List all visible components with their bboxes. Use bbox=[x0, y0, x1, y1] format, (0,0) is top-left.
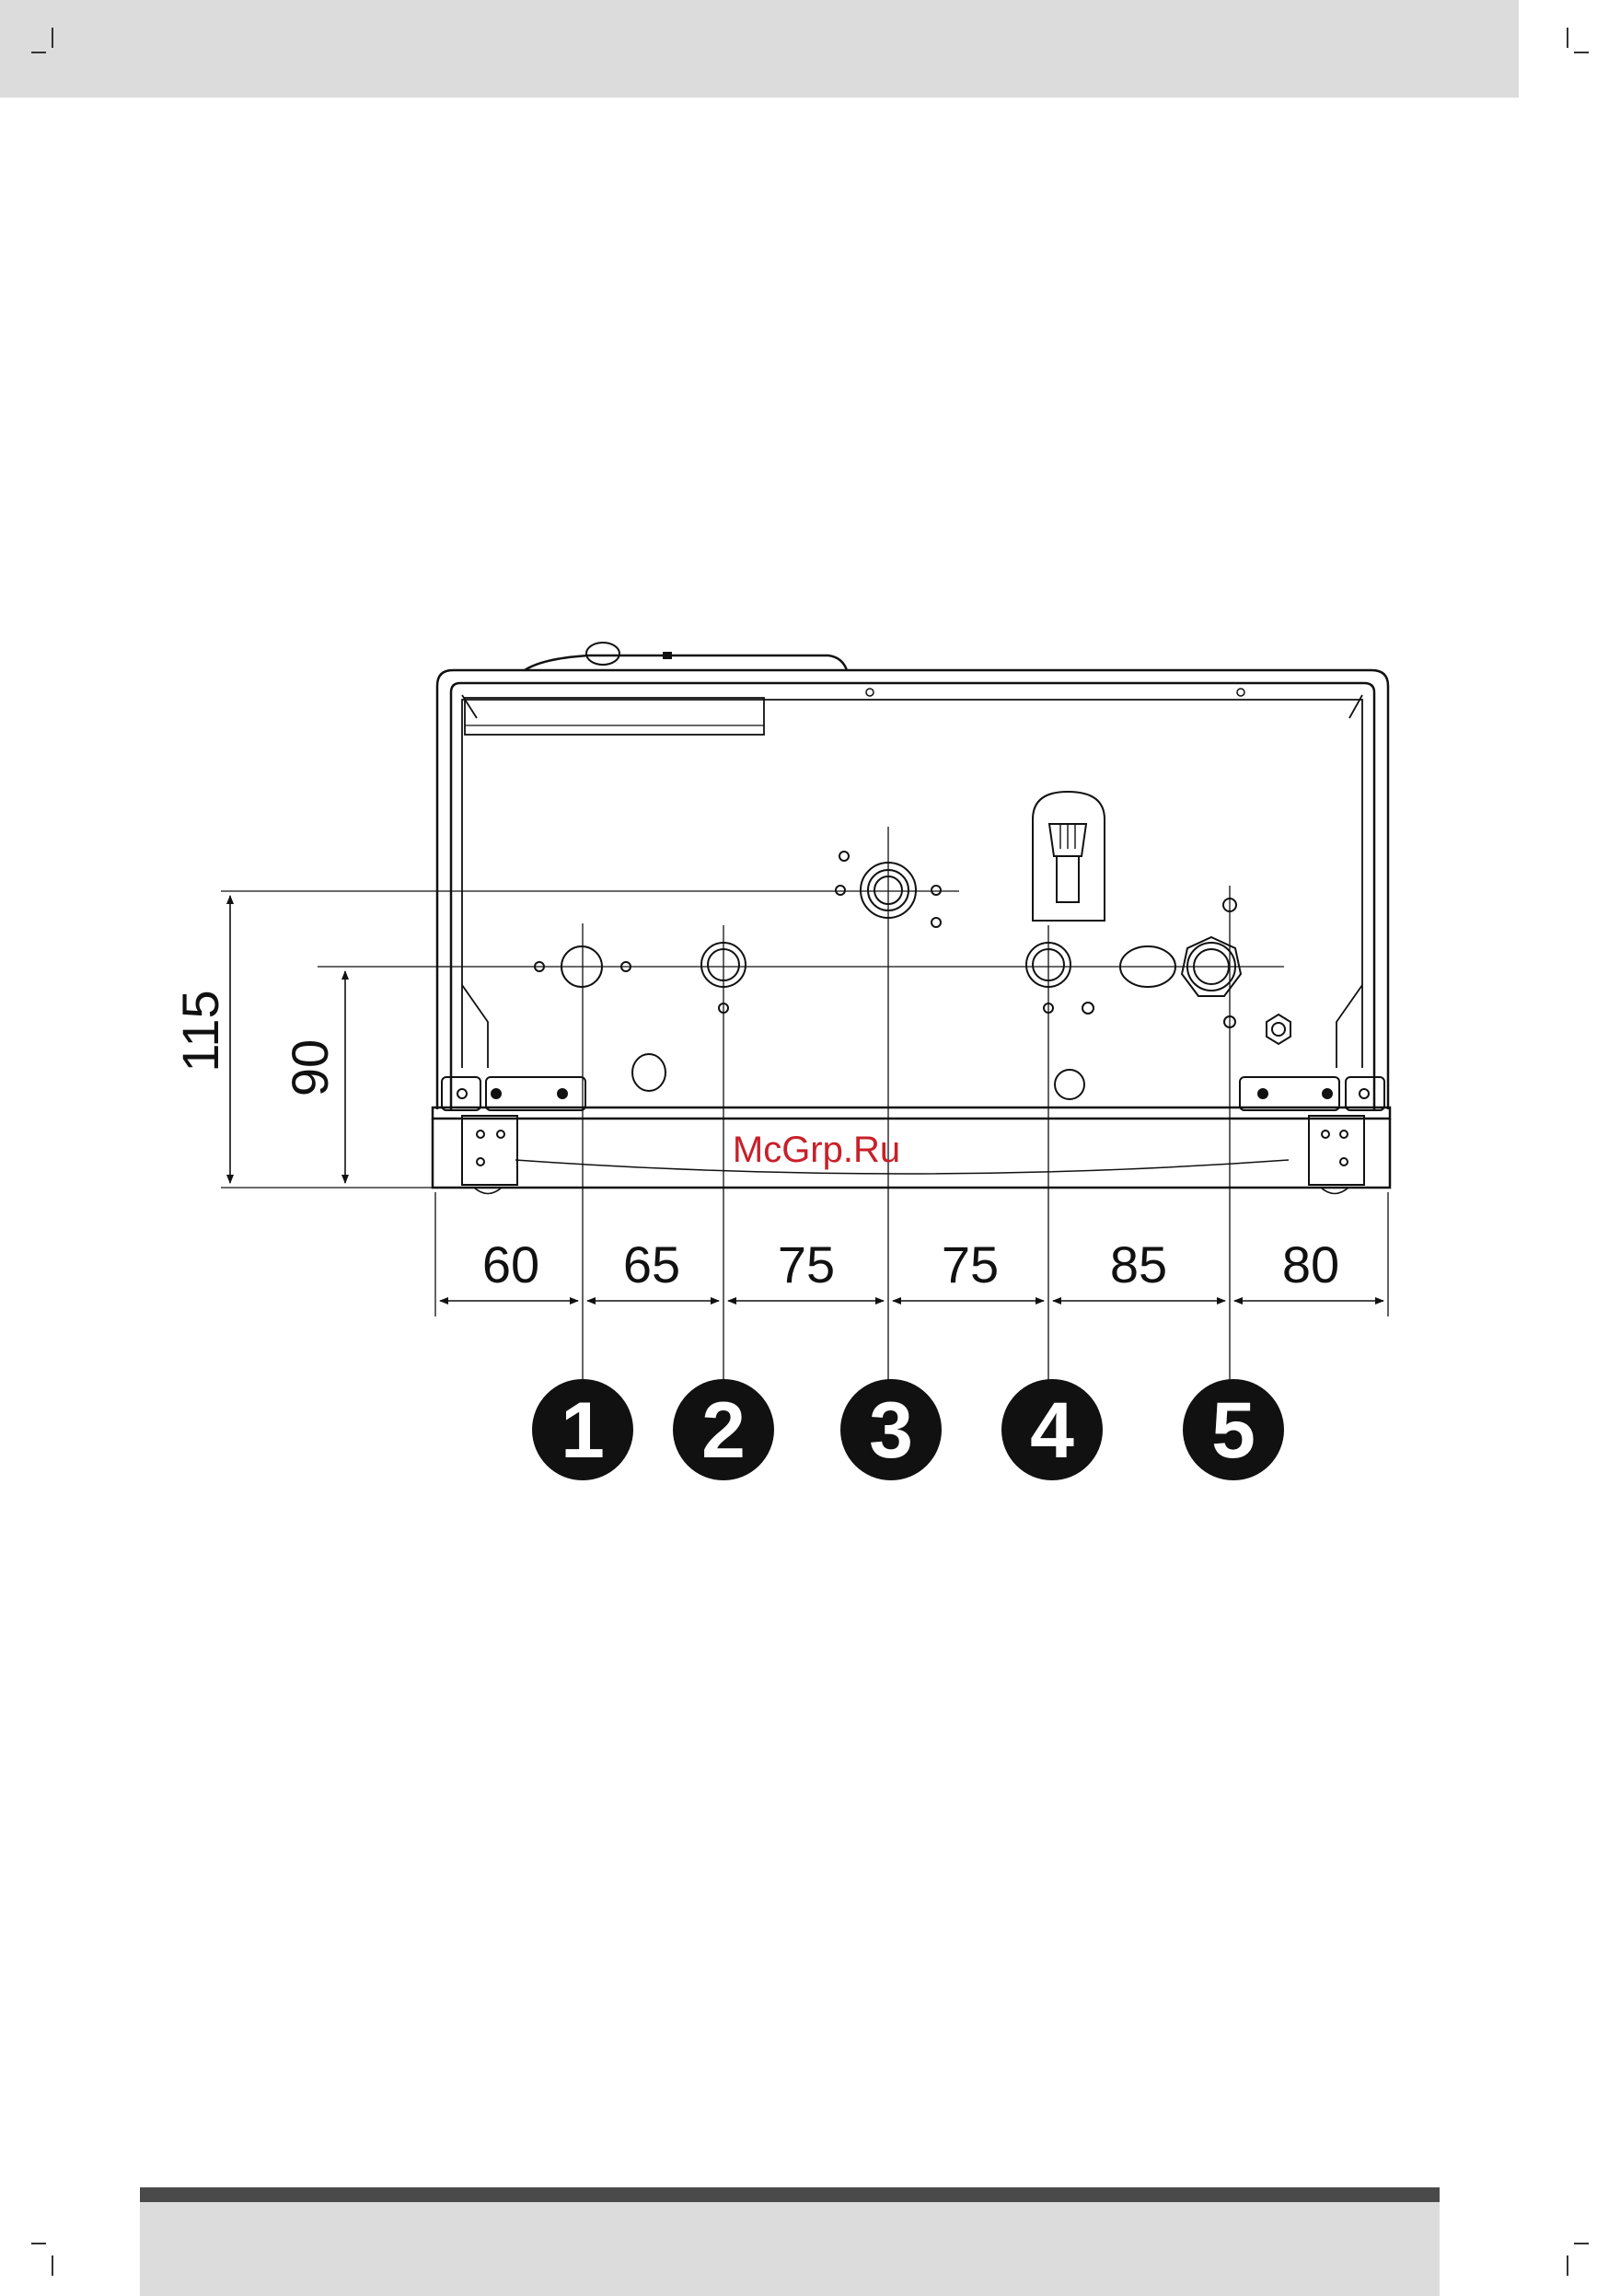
connection-number-2: 2 bbox=[701, 1386, 746, 1475]
connection-number-5: 5 bbox=[1211, 1386, 1256, 1475]
center-lines bbox=[221, 827, 1388, 1381]
dimension-75-b: 75 bbox=[942, 1235, 999, 1293]
watermark: McGrp.Ru bbox=[733, 1130, 900, 1170]
top-fitting bbox=[586, 643, 619, 665]
bracket-right bbox=[1240, 1077, 1384, 1185]
dimension-80: 80 bbox=[1282, 1235, 1339, 1293]
boiler-outline bbox=[437, 655, 1388, 1109]
dimension-85: 85 bbox=[1110, 1235, 1167, 1293]
screw-icon bbox=[866, 689, 874, 696]
valve-fitting bbox=[1033, 792, 1105, 921]
dimension-65: 65 bbox=[623, 1235, 680, 1293]
connection-number-4: 4 bbox=[1030, 1386, 1074, 1475]
dimension-75-a: 75 bbox=[778, 1235, 835, 1293]
screw-icon bbox=[1237, 689, 1244, 696]
connection-number-1: 1 bbox=[561, 1386, 605, 1475]
dimension-115: 115 bbox=[171, 990, 229, 1072]
drain-opening bbox=[1055, 1070, 1084, 1099]
top-tab bbox=[663, 652, 672, 659]
dimension-60: 60 bbox=[482, 1235, 539, 1293]
base-rail bbox=[433, 1107, 1390, 1194]
connection-5-fitting bbox=[1182, 899, 1290, 1044]
connection-number-3: 3 bbox=[869, 1386, 913, 1475]
bracket-left bbox=[442, 1077, 585, 1185]
dimension-90: 90 bbox=[281, 1039, 339, 1096]
drain-opening bbox=[632, 1054, 665, 1091]
